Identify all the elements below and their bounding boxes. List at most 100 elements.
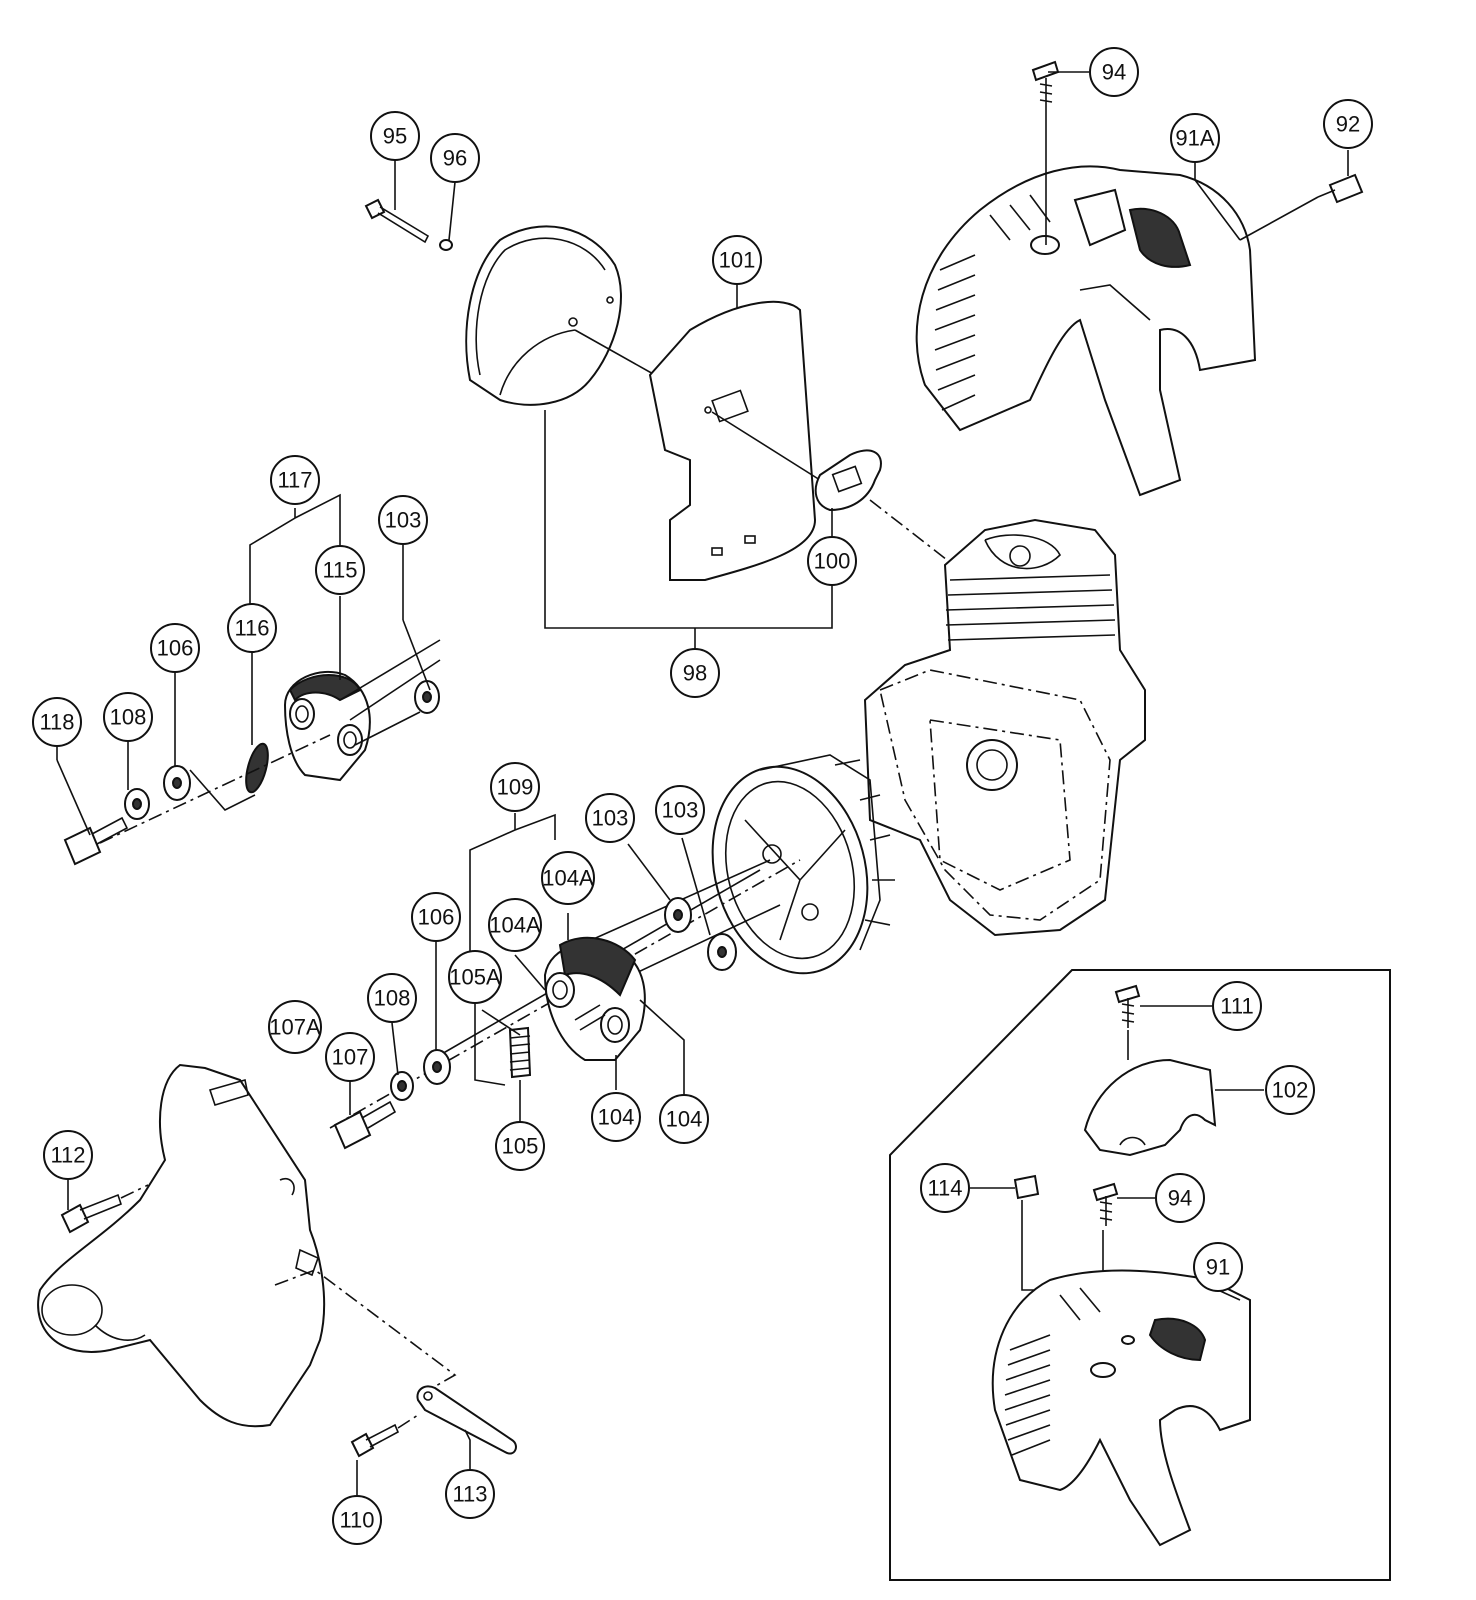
- lever-113: [416, 1385, 517, 1455]
- callout-label: 118: [39, 710, 74, 735]
- callout-circle: [488, 898, 542, 952]
- callout-c107: 107: [325, 1032, 375, 1082]
- clutch-spring-116: [245, 742, 269, 794]
- callout-c103b: 103: [585, 793, 635, 843]
- muffler-cover: [465, 225, 622, 406]
- leader-lines: [56, 71, 1349, 1495]
- callout-circle: [585, 793, 635, 843]
- callout-c103a: 103: [378, 495, 428, 545]
- callout-label: 103: [662, 798, 699, 823]
- callout-c95: 95: [370, 111, 420, 161]
- engine-cover-91A: [915, 165, 1257, 497]
- callout-label: 105: [502, 1134, 539, 1159]
- callout-circle: [920, 1163, 970, 1213]
- callout-c107A: 107A: [268, 1000, 322, 1054]
- callout-label: 96: [443, 146, 467, 171]
- callout-circle: [150, 623, 200, 673]
- callout-c106a: 106: [150, 623, 200, 673]
- callout-c92: 92: [1323, 99, 1373, 149]
- engine-block: [863, 518, 1146, 937]
- callout-circle: [1212, 981, 1262, 1031]
- callout-label: 109: [497, 775, 534, 800]
- callout-c117: 117: [270, 455, 320, 505]
- callout-circle: [370, 111, 420, 161]
- screw-94: [1031, 60, 1060, 108]
- callout-c113: 113: [445, 1469, 495, 1519]
- bolt-92: [1317, 173, 1364, 204]
- clutch-shoes-104: [543, 936, 646, 1061]
- callout-label: 112: [50, 1143, 85, 1168]
- callout-circle: [332, 1495, 382, 1545]
- callout-circle: [807, 536, 857, 586]
- callout-circle: [659, 1094, 709, 1144]
- callout-circle: [325, 1032, 375, 1082]
- callout-circle: [268, 1000, 322, 1054]
- washer-103-lower-a: [664, 897, 692, 933]
- callout-label: 101: [719, 248, 756, 273]
- washer-106-lower: [423, 1049, 451, 1085]
- callout-c115: 115: [315, 545, 365, 595]
- callout-label: 104A: [542, 866, 594, 891]
- callout-circle: [1089, 47, 1139, 97]
- bolt-112: [60, 1193, 122, 1234]
- callout-label: 95: [383, 124, 407, 149]
- callout-circle: [445, 1469, 495, 1519]
- callout-c105: 105: [495, 1121, 545, 1171]
- callout-c110: 110: [332, 1495, 382, 1545]
- callout-c104a: 104: [591, 1092, 641, 1142]
- callout-c103c: 103: [655, 785, 705, 835]
- callout-label: 94: [1168, 1186, 1192, 1211]
- callout-c101: 101: [712, 235, 762, 285]
- callout-label: 108: [374, 986, 411, 1011]
- callout-c91: 91: [1193, 1242, 1243, 1292]
- callout-label: 106: [157, 636, 194, 661]
- callout-label: 100: [814, 549, 851, 574]
- callout-label: 108: [110, 705, 147, 730]
- callout-label: 115: [322, 558, 357, 583]
- callout-c111: 111: [1212, 981, 1262, 1031]
- callout-label: 91A: [1175, 126, 1214, 151]
- callout-label: 92: [1336, 112, 1360, 137]
- callout-label: 111: [1220, 994, 1253, 1019]
- callout-circle: [670, 648, 720, 698]
- washer-96: [439, 239, 453, 251]
- callout-c112: 112: [43, 1130, 93, 1180]
- clutch-spring-105: [508, 1026, 532, 1079]
- washer-106-upper: [163, 765, 191, 801]
- muffler-plate-101: [648, 300, 817, 581]
- callout-circle: [367, 973, 417, 1023]
- callout-c100: 100: [807, 536, 857, 586]
- callout-label: 110: [339, 1508, 374, 1533]
- washer-103-lower-b: [707, 933, 737, 971]
- callout-c106b: 106: [411, 892, 461, 942]
- clutch-shoes-115: [283, 670, 371, 782]
- callout-circle: [1170, 113, 1220, 163]
- callout-circle: [378, 495, 428, 545]
- callout-label: 104A: [489, 913, 541, 938]
- callout-c114: 114: [920, 1163, 970, 1213]
- callout-circle: [103, 692, 153, 742]
- callout-circle: [655, 785, 705, 835]
- callout-circle: [591, 1092, 641, 1142]
- callout-c91A: 91A: [1170, 113, 1220, 163]
- callout-c116: 116: [227, 603, 277, 653]
- callout-c94b: 94: [1155, 1173, 1205, 1223]
- callout-c108b: 108: [367, 973, 417, 1023]
- callout-circle: [1193, 1242, 1243, 1292]
- callout-label: 103: [592, 806, 629, 831]
- callout-c118: 118: [32, 697, 82, 747]
- callout-label: 105A: [449, 965, 501, 990]
- callout-c104b: 104: [659, 1094, 709, 1144]
- callout-circle: [1323, 99, 1373, 149]
- callout-circle: [411, 892, 461, 942]
- callout-label: 114: [927, 1176, 962, 1201]
- callout-label: 98: [683, 661, 707, 686]
- callout-c104Aa: 104A: [541, 851, 595, 905]
- callout-c108a: 108: [103, 692, 153, 742]
- callout-label: 104: [598, 1105, 635, 1130]
- callout-c98: 98: [670, 648, 720, 698]
- callout-circle: [541, 851, 595, 905]
- callout-c94a: 94: [1089, 47, 1139, 97]
- callout-circle: [1265, 1065, 1315, 1115]
- callout-label: 94: [1102, 60, 1126, 85]
